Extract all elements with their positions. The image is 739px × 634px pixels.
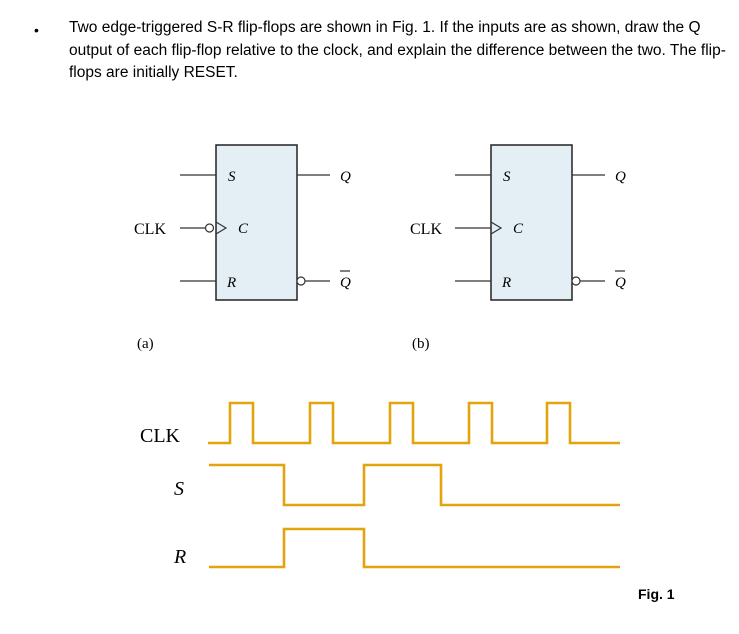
r-pin-label-a: R: [226, 275, 236, 291]
clk-edge-triangle-a: [215, 221, 228, 235]
s-pin-label-b: S: [503, 169, 511, 185]
qbar-label-a: Q: [340, 275, 351, 291]
r-pin-label-b: R: [501, 275, 511, 291]
q-label-a: Q: [340, 169, 351, 185]
clk-waveform-label: CLK: [140, 425, 181, 447]
s-waveform: [209, 463, 620, 507]
clk-label-a: CLK: [134, 221, 166, 238]
c-pin-label-b: C: [513, 221, 524, 237]
qbar-label-b: Q: [615, 275, 626, 291]
r-waveform: [209, 527, 620, 569]
qbar-bubble-a: [296, 276, 306, 286]
clk-inversion-bubble-a: [204, 223, 215, 233]
timing-diagram: CLK S R: [140, 401, 620, 569]
c-pin-label-a: C: [238, 221, 249, 237]
q-label-b: Q: [615, 169, 626, 185]
clk-waveform: [208, 401, 620, 445]
clk-edge-triangle-b: [490, 221, 503, 235]
bullet-marker: •: [34, 22, 39, 38]
caption-a: (a): [137, 336, 154, 352]
qbar-bubble-b: [571, 276, 581, 286]
question-text: Two edge-triggered S-R flip-flops are sh…: [69, 19, 726, 81]
caption-b: (b): [412, 336, 430, 352]
figure-label: Fig. 1: [638, 586, 675, 602]
r-waveform-label: R: [173, 546, 186, 568]
flip-flop-a: S C R CLK Q Q (a): [134, 144, 351, 352]
flip-flop-b: S C R CLK Q Q (b): [410, 144, 626, 352]
flip-flop-a-body: [215, 144, 298, 301]
s-waveform-label: S: [174, 478, 184, 500]
clk-label-b: CLK: [410, 221, 442, 238]
s-pin-label-a: S: [228, 169, 236, 185]
flip-flop-b-body: [490, 144, 573, 301]
